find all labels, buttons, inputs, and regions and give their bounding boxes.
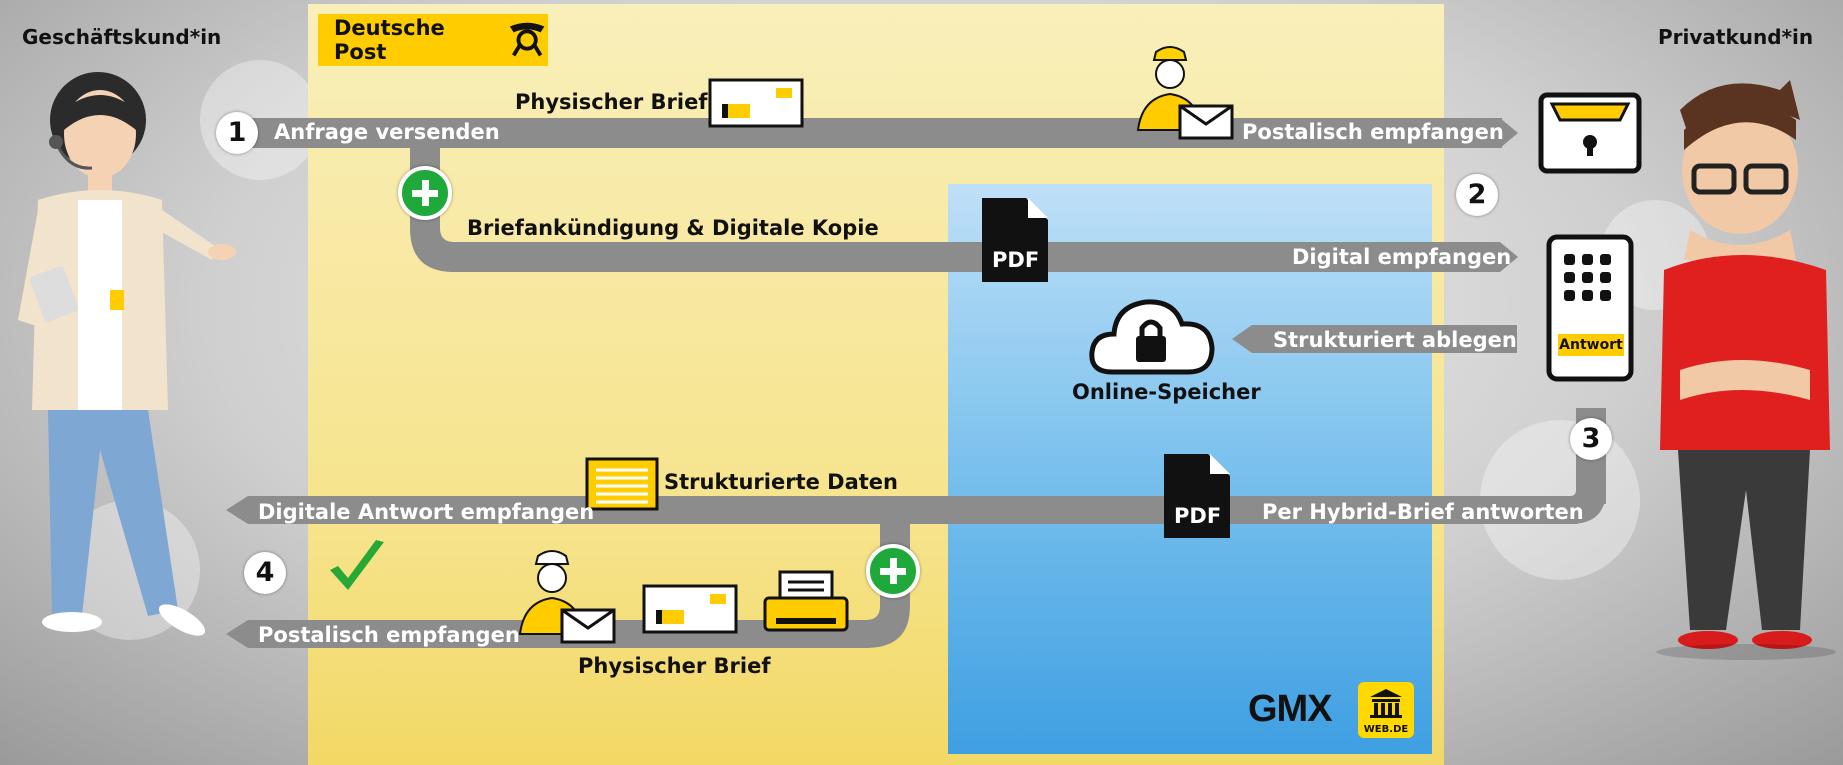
postal-received-bottom-label: Postalisch empfangen	[258, 623, 520, 647]
flow-branch-bottom-curve	[866, 606, 910, 648]
digital-received-label: Digital empfangen	[1292, 245, 1512, 269]
flow-send-request-arrow	[1500, 118, 1518, 148]
deutsche-post-logo: Deutsche Post	[318, 14, 548, 66]
mail-carrier-icon	[518, 550, 616, 644]
structured-data-label: Strukturierte Daten	[664, 470, 899, 494]
business-customer-label: Geschäftskund*in	[22, 25, 222, 49]
pdf-document-icon	[1164, 454, 1230, 538]
postal-received-top-label: Postalisch empfangen	[1242, 120, 1504, 144]
digital-reply-received-label: Digitale Antwort empfangen	[258, 500, 595, 524]
checkmark-icon	[330, 540, 384, 590]
add-channel-icon	[398, 166, 452, 220]
reply-hybrid-label: Per Hybrid-Brief antworten	[1262, 500, 1584, 524]
smartphone-icon	[1546, 234, 1634, 382]
step-3-badge: 3	[1570, 418, 1612, 460]
add-channel-icon	[866, 544, 920, 598]
pdf-document-icon	[982, 198, 1048, 282]
structured-data-icon	[585, 457, 659, 511]
pdf-bottom-label: PDF	[1174, 504, 1222, 528]
flow-digital-copy	[450, 242, 1500, 272]
flow-reply-hybrid-arrow	[226, 496, 248, 524]
mailbox-icon	[1538, 92, 1642, 174]
flow-store-structured	[1252, 325, 1517, 353]
flow-send-request	[238, 118, 1502, 148]
physical-letter-bottom-label: Physischer Brief	[578, 654, 771, 678]
online-storage-label: Online-Speicher	[1072, 380, 1261, 404]
pdf-top-label: PDF	[992, 248, 1040, 272]
webde-logo-text: WEB.DE	[1363, 724, 1409, 735]
business-customer-figure	[18, 72, 236, 636]
flow-postal-bottom-arrow	[226, 620, 248, 648]
cloud-lock-icon	[1089, 299, 1215, 375]
physical-letter-top-label: Physischer Brief	[515, 90, 708, 114]
flow-reply-hybrid	[248, 496, 1578, 524]
gmx-logo: GMX	[1248, 688, 1333, 730]
answer-button[interactable]: Antwort	[1558, 334, 1624, 356]
step-4-badge: 4	[244, 552, 286, 594]
send-request-label: Anfrage versenden	[274, 120, 500, 144]
webde-logo: WEB.DE	[1358, 682, 1414, 738]
webde-building-icon	[1370, 689, 1402, 718]
printer-icon	[763, 570, 849, 632]
deutsche-post-logo-text: Deutsche Post	[334, 16, 445, 64]
flow-reply-curve	[1570, 490, 1606, 524]
flow-store-structured-arrow	[1232, 325, 1252, 353]
flow-branch-curve	[410, 228, 454, 272]
mail-carrier-icon	[1136, 46, 1234, 140]
private-customer-label: Privatkund*in	[1658, 25, 1814, 49]
flow-digital-copy-arrow	[1500, 242, 1518, 272]
announcement-label: Briefankündigung & Digitale Kopie	[467, 216, 879, 240]
step-2-badge: 2	[1456, 174, 1498, 216]
private-customer-figure	[1656, 80, 1836, 660]
store-structured-label: Strukturiert ablegen	[1273, 328, 1517, 352]
letter-icon	[642, 584, 738, 634]
step-1-badge: 1	[216, 112, 258, 154]
post-horn-icon	[509, 22, 545, 57]
letter-icon	[708, 78, 804, 128]
